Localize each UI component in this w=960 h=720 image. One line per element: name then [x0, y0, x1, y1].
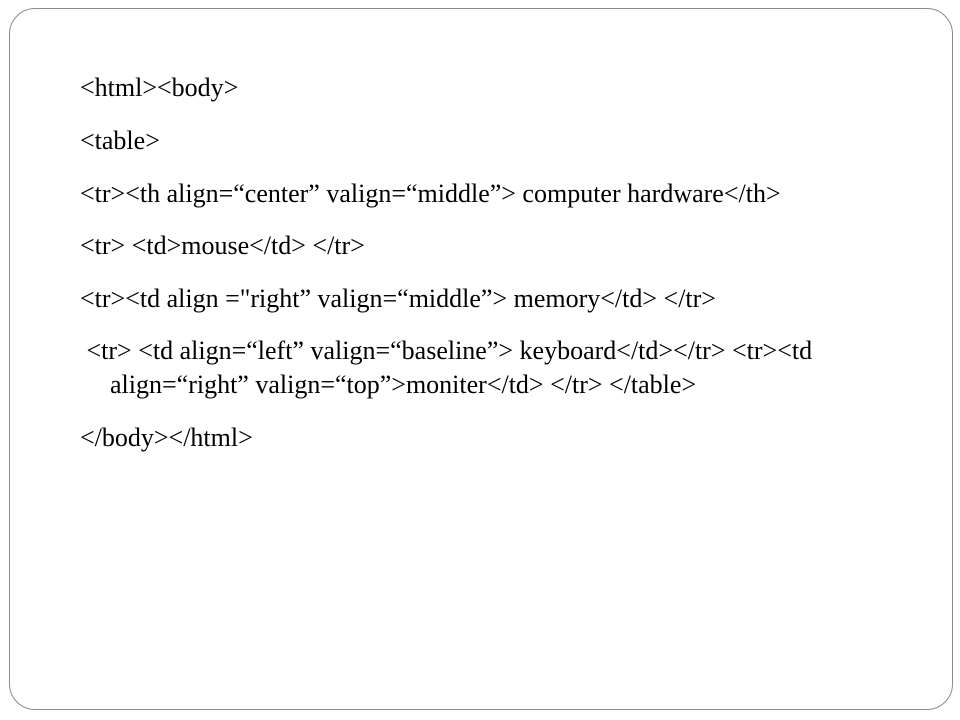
code-line-memory-row: <tr><td align ="right” valign=“middle”> …: [80, 284, 716, 313]
code-line-table-open: <table>: [80, 126, 160, 155]
code-line-header-row: <tr><th align=“center” valign=“middle”> …: [80, 179, 781, 208]
code-line-body-html-close: </body></html>: [80, 423, 253, 452]
slide-frame: <html><body> <table> <tr><th align=“cent…: [9, 8, 953, 710]
code-line-keyboard-monitor-rows: <tr> <td align=“left” valign=“baseline”>…: [80, 336, 819, 399]
code-line-html-body-open: <html><body>: [80, 73, 239, 102]
code-line-mouse-row: <tr> <td>mouse</td> </tr>: [80, 231, 365, 260]
code-listing: <html><body> <table> <tr><th align=“cent…: [80, 71, 860, 455]
